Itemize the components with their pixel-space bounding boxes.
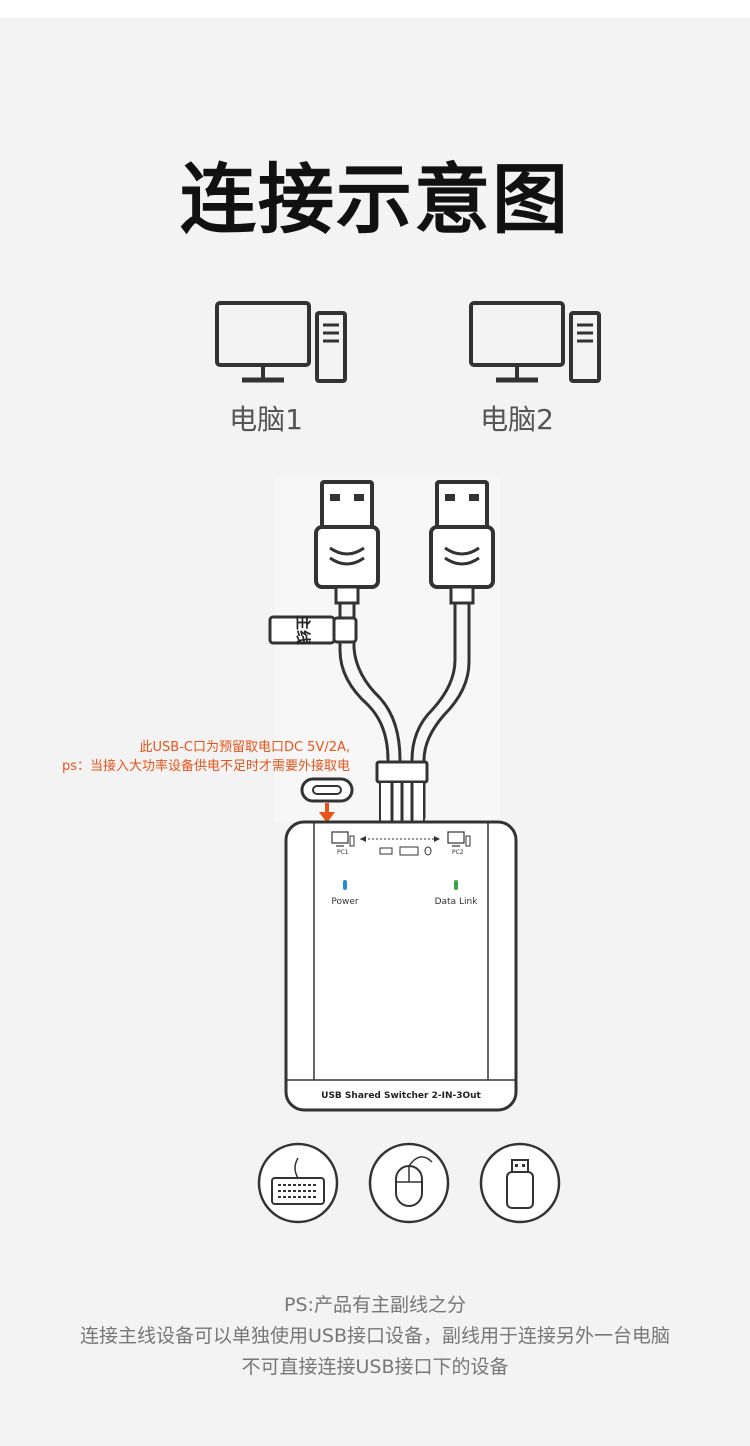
- device-model-name: USB Shared Switcher 2-IN-3Out: [321, 1091, 481, 1101]
- data-link-led-label: Data Link: [435, 897, 479, 907]
- usb-c-note-line2: ps：当接入大功率设备供电不足时才需要外接取电: [61, 759, 350, 774]
- ps-note-line2: 连接主线设备可以单独使用USB接口设备，副线用于连接另外一台电脑: [79, 1325, 670, 1347]
- connection-diagram: PC1 PC2 Power Data Link USB Shared Switc…: [257, 478, 561, 1224]
- power-led-label: Power: [331, 897, 359, 907]
- desktop-computer-icon: [466, 298, 606, 438]
- data-link-led: [454, 880, 458, 890]
- desktop-computer-icon: [212, 298, 352, 438]
- port-label-pc2: PC2: [452, 849, 464, 856]
- usb-a-plug-1: [314, 480, 380, 605]
- keyboard-icon: [257, 1142, 339, 1224]
- computer-1-label: 电脑1: [229, 403, 303, 436]
- power-led: [343, 880, 347, 890]
- ps-note-line1: PS:产品有主副线之分: [284, 1294, 466, 1316]
- port-label-pc1: PC1: [337, 849, 349, 856]
- usb-switcher-device: PC1 PC2 Power Data Link USB Shared Switc…: [284, 820, 518, 1112]
- mouse-icon: [368, 1142, 450, 1224]
- arrow-down-icon: [319, 803, 335, 823]
- page-title: 连接示意图: [180, 155, 570, 244]
- usb-a-plug-2: [429, 480, 495, 605]
- computer-2-label: 电脑2: [480, 403, 554, 436]
- usb-c-note-line1: 此USB-C口为预留取电口DC 5V/2A,: [139, 740, 350, 755]
- ps-note: PS:产品有主副线之分 连接主线设备可以单独使用USB接口设备，副线用于连接另外…: [0, 1290, 750, 1383]
- top-strip: [0, 0, 750, 18]
- usb-c-port-icon: [300, 777, 354, 803]
- ps-note-line3: 不可直接连接USB接口下的设备: [241, 1356, 509, 1378]
- main-line-tag: 主线: [294, 614, 312, 645]
- usb-drive-icon: [479, 1142, 561, 1224]
